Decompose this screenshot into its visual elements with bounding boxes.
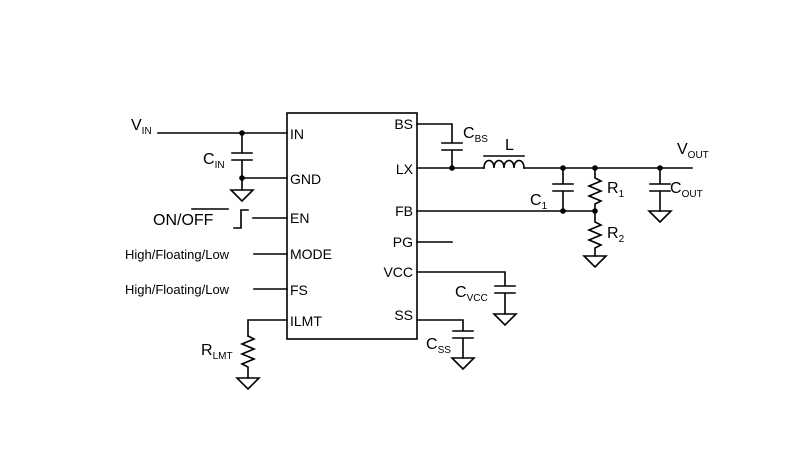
node-fb-c1 xyxy=(560,208,566,214)
ground-symbol-rlmt xyxy=(235,377,261,391)
pin-fb: FB xyxy=(395,203,413,219)
pin-ilmt: ILMT xyxy=(290,313,322,329)
ground-symbol-cout xyxy=(647,210,673,224)
pin-bs: BS xyxy=(394,116,413,132)
node-lx xyxy=(449,165,455,171)
ground-symbol-cvcc xyxy=(492,313,518,327)
fs-input-label: High/Floating/Low xyxy=(125,282,230,297)
node-gnd xyxy=(239,175,245,181)
en-step-icon xyxy=(233,209,249,229)
rlmt-label: RLMT xyxy=(201,342,233,362)
pin-lx: LX xyxy=(396,161,414,177)
cin-label: CIN xyxy=(203,151,225,171)
pin-mode: MODE xyxy=(290,246,332,262)
pin-gnd: GND xyxy=(290,171,321,187)
rlmt-resistor xyxy=(239,334,257,379)
css-label: CSS xyxy=(426,336,451,356)
mode-input-label: High/Floating/Low xyxy=(125,247,230,262)
c1-label: C1 xyxy=(530,192,548,212)
r1-resistor xyxy=(586,167,604,212)
pin-ss: SS xyxy=(394,307,413,323)
ground-symbol-r2 xyxy=(582,255,608,269)
cout-label: COUT xyxy=(670,180,703,200)
r1-label: R1 xyxy=(607,180,625,200)
ic-body xyxy=(286,112,418,340)
cvcc-label: CVCC xyxy=(455,284,488,304)
cout-capacitor xyxy=(649,167,671,212)
r2-resistor xyxy=(586,210,604,257)
bs-wire xyxy=(416,123,463,169)
vout-label: VOUT xyxy=(677,141,709,161)
ground-symbol-cin xyxy=(229,189,255,203)
cbs-label: CBS xyxy=(463,125,488,145)
vin-label: VIN xyxy=(131,117,152,137)
c1-capacitor xyxy=(552,167,574,212)
pin-pg: PG xyxy=(393,234,413,250)
ilmt-wire xyxy=(247,319,288,337)
r2-label: R2 xyxy=(607,225,625,245)
en-on-off-label: ON/OFF xyxy=(153,212,214,229)
pin-en: EN xyxy=(290,210,309,226)
off-overbar-text: OFF xyxy=(181,212,213,229)
pin-fs: FS xyxy=(290,282,308,298)
inductor-label: L xyxy=(505,137,514,154)
vcc-wire xyxy=(416,271,516,315)
ss-wire xyxy=(416,319,474,359)
ground-symbol-css xyxy=(450,357,476,371)
cin-wire xyxy=(231,132,253,191)
inductor xyxy=(483,159,525,169)
pin-vcc: VCC xyxy=(383,264,413,280)
pin-in: IN xyxy=(290,126,304,142)
